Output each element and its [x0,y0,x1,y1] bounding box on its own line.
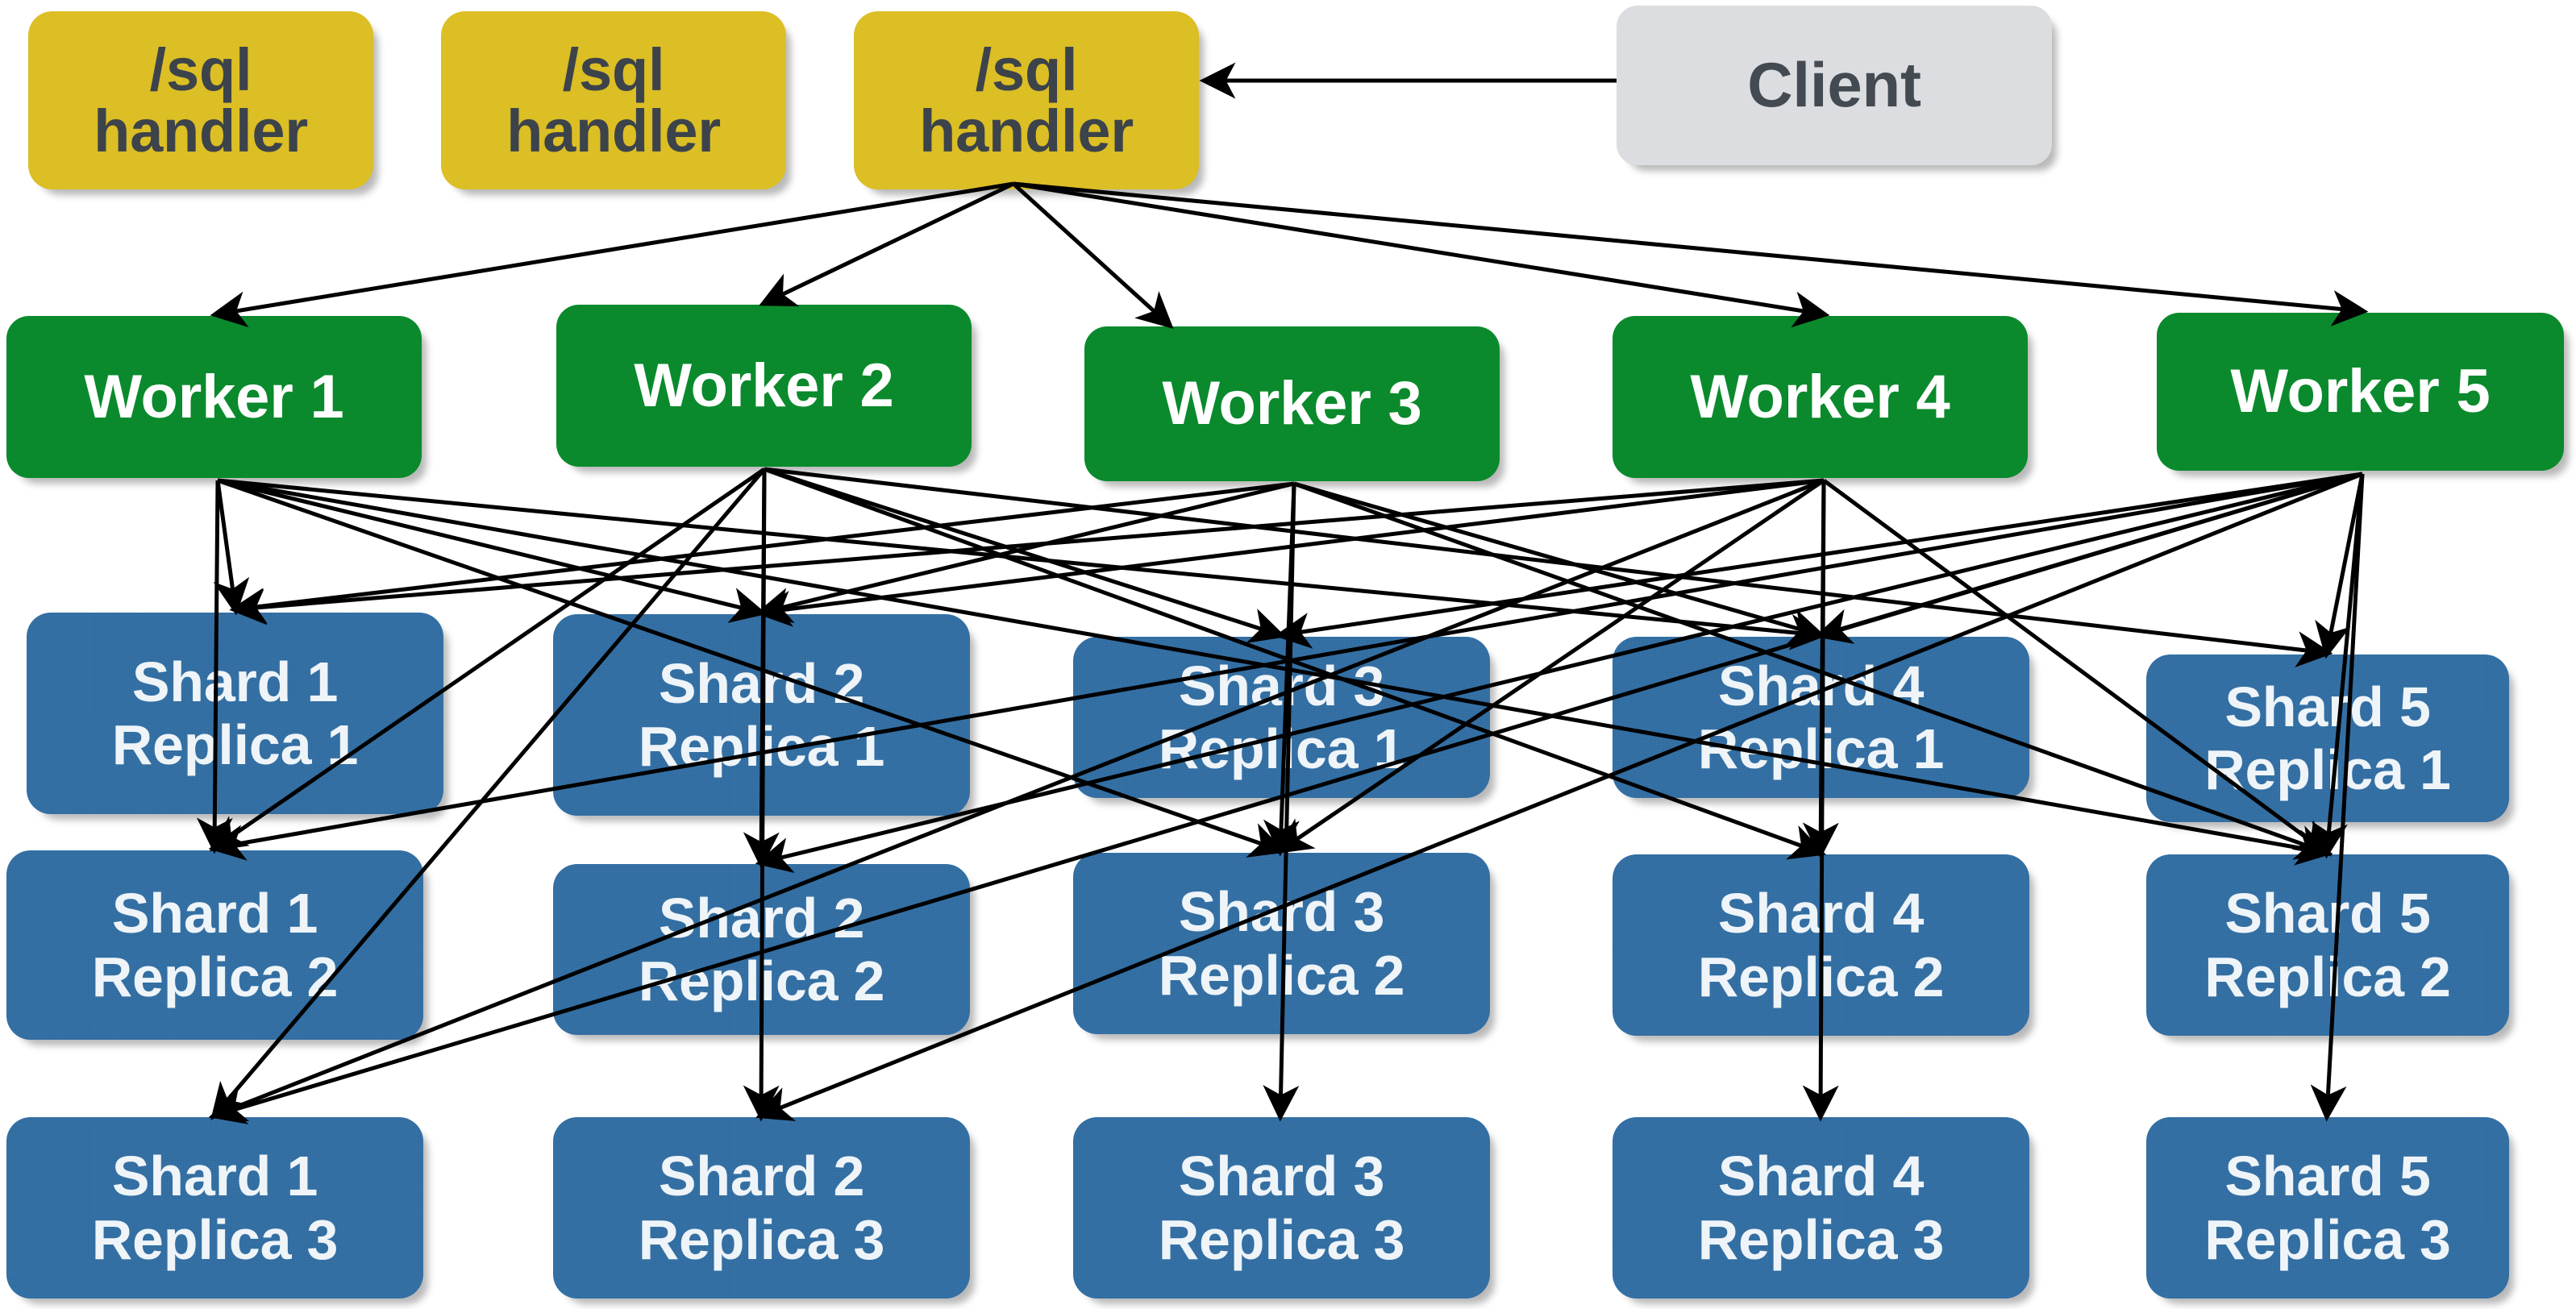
shard-node-shard-4-replica-3-label: Shard 4 Replica 3 [1697,1145,1945,1271]
shard-node-shard-2-replica-1-label: Shard 2 Replica 1 [638,651,885,778]
edge-worker3-to-s4r1 [1293,481,1827,645]
shard-node-shard-1-replica-3-label: Shard 1 Replica 3 [91,1145,339,1271]
shard-node-shard-2-replica-3[interactable]: Shard 2 Replica 3 [553,1117,970,1299]
edge-worker2-to-s5r1 [764,467,2333,667]
edge-worker2-to-s3r1 [764,467,1287,643]
shard-node-shard-1-replica-2[interactable]: Shard 1 Replica 2 [6,850,423,1040]
shard-node-shard-5-replica-1-label: Shard 5 Replica 1 [2204,675,2451,801]
shard-node-shard-3-replica-3[interactable]: Shard 3 Replica 3 [1073,1117,1490,1299]
edge-handler3-to-worker1 [210,181,1014,328]
shard-node-shard-2-replica-1[interactable]: Shard 2 Replica 1 [553,614,970,816]
sql-handler-3[interactable]: /sql handler [854,11,1199,189]
shard-node-shard-2-replica-2-label: Shard 2 Replica 2 [638,886,885,1012]
worker-5[interactable]: Worker 5 [2157,313,2564,471]
worker-4[interactable]: Worker 4 [1613,316,2028,478]
edge-handler3-to-worker5 [1013,181,2369,326]
shard-node-shard-5-replica-2[interactable]: Shard 5 Replica 2 [2146,854,2509,1036]
worker-3-label: Worker 3 [1162,369,1422,438]
worker-2[interactable]: Worker 2 [556,305,972,467]
shard-node-shard-1-replica-3[interactable]: Shard 1 Replica 3 [6,1117,423,1299]
edge-worker5-to-s5r1 [2315,473,2365,659]
shard-node-shard-4-replica-1[interactable]: Shard 4 Replica 1 [1613,637,2029,798]
worker-1-label: Worker 1 [84,362,344,431]
shard-node-shard-1-replica-2-label: Shard 1 Replica 2 [91,882,339,1008]
edge-worker1-to-s2r1 [217,478,768,623]
shard-node-shard-2-replica-2[interactable]: Shard 2 Replica 2 [553,864,970,1035]
edge-worker5-to-s2r3 [755,472,2363,1121]
edge-worker4-to-s2r1 [755,478,1825,627]
shard-node-shard-5-replica-1[interactable]: Shard 5 Replica 1 [2146,654,2509,822]
shard-node-shard-1-replica-1-label: Shard 1 Replica 1 [111,650,359,776]
worker-2-label: Worker 2 [634,351,894,420]
shard-node-shard-2-replica-3-label: Shard 2 Replica 3 [638,1145,885,1271]
shard-node-shard-5-replica-3[interactable]: Shard 5 Replica 3 [2146,1117,2509,1299]
edge-handler3-to-worker4 [1013,181,1830,328]
sql-handler-1[interactable]: /sql handler [28,11,373,189]
shard-node-shard-5-replica-3-label: Shard 5 Replica 3 [2204,1145,2451,1271]
edge-handler3-to-worker2 [759,181,1015,307]
worker-4-label: Worker 4 [1690,362,1950,431]
edge-handler3-to-worker3 [1012,182,1174,330]
sql-handler-2[interactable]: /sql handler [441,11,786,189]
edge-worker1-to-s4r1 [217,478,1827,650]
sql-handler-2-label: /sql handler [506,36,721,164]
shard-node-shard-5-replica-2-label: Shard 5 Replica 2 [2204,882,2451,1008]
shard-node-shard-3-replica-2-label: Shard 3 Replica 2 [1158,880,1405,1007]
shard-node-shard-3-replica-1-label: Shard 3 Replica 1 [1158,654,1405,780]
edge-worker5-to-s4r1 [1814,472,2363,644]
edge-worker4-to-s1r1 [229,478,1825,625]
shard-node-shard-4-replica-3[interactable]: Shard 4 Replica 3 [1613,1117,2029,1299]
edge-worker4-to-s1r3 [209,478,1825,1122]
edge-worker3-to-s2r1 [755,481,1295,624]
worker-1[interactable]: Worker 1 [6,316,422,478]
shard-node-shard-1-replica-1[interactable]: Shard 1 Replica 1 [27,613,443,814]
shard-node-shard-4-replica-1-label: Shard 4 Replica 1 [1697,654,1945,780]
worker-5-label: Worker 5 [2230,357,2491,426]
shard-node-shard-3-replica-2[interactable]: Shard 3 Replica 2 [1073,853,1490,1034]
client-box[interactable]: Client [1617,6,2052,165]
shard-node-shard-3-replica-1[interactable]: Shard 3 Replica 1 [1073,637,1490,798]
worker-3[interactable]: Worker 3 [1084,326,1500,481]
shard-node-shard-4-replica-2[interactable]: Shard 4 Replica 2 [1613,854,2029,1036]
sql-handler-3-label: /sql handler [919,36,1134,164]
edge-worker1-to-s1r1 [213,480,250,616]
edge-worker3-to-s1r1 [229,481,1295,624]
sql-handler-1-label: /sql handler [94,36,308,164]
shard-node-shard-4-replica-2-label: Shard 4 Replica 2 [1697,882,1945,1008]
edge-worker5-to-s2r2 [755,472,2363,874]
edge-worker5-to-s3r1 [1274,472,2363,649]
shard-node-shard-3-replica-3-label: Shard 3 Replica 3 [1158,1145,1405,1271]
client-box-label: Client [1747,49,1921,121]
